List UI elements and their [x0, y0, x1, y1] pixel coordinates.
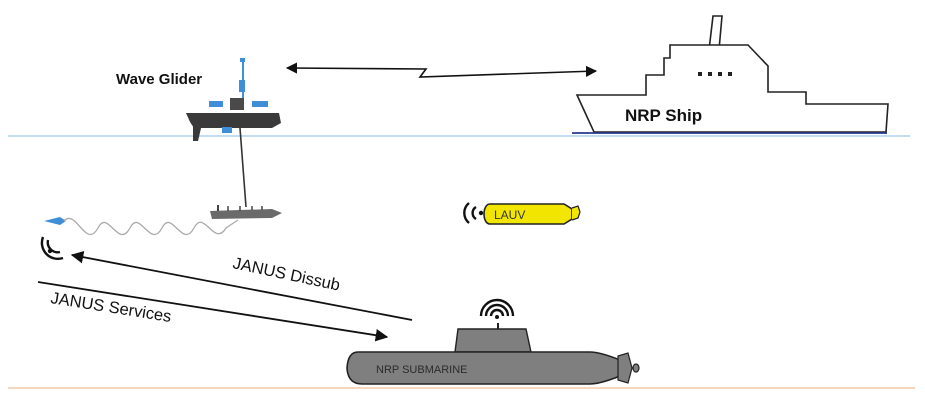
- submarine-signal-icon: [479, 298, 515, 317]
- towed-sensor: [40, 217, 239, 260]
- janus-dissub-arrow: [70, 250, 413, 321]
- nrp-submarine: [346, 298, 640, 385]
- lauv-label: LAUV: [494, 208, 525, 222]
- janus-services-arrow: [37, 281, 389, 342]
- surface-comm-link: [285, 62, 598, 78]
- janus-services-label: JANUS Services: [49, 289, 172, 326]
- submarine-label: NRP SUBMARINE: [376, 364, 467, 376]
- sensor-signal-icon: [40, 236, 64, 260]
- lauv-vehicle: [463, 202, 581, 225]
- wave-glider: [186, 58, 282, 219]
- lauv-signal-icon: [463, 202, 477, 224]
- ship-label: NRP Ship: [625, 106, 702, 125]
- wave-glider-label: Wave Glider: [116, 71, 202, 88]
- nrp-ship: [572, 15, 889, 134]
